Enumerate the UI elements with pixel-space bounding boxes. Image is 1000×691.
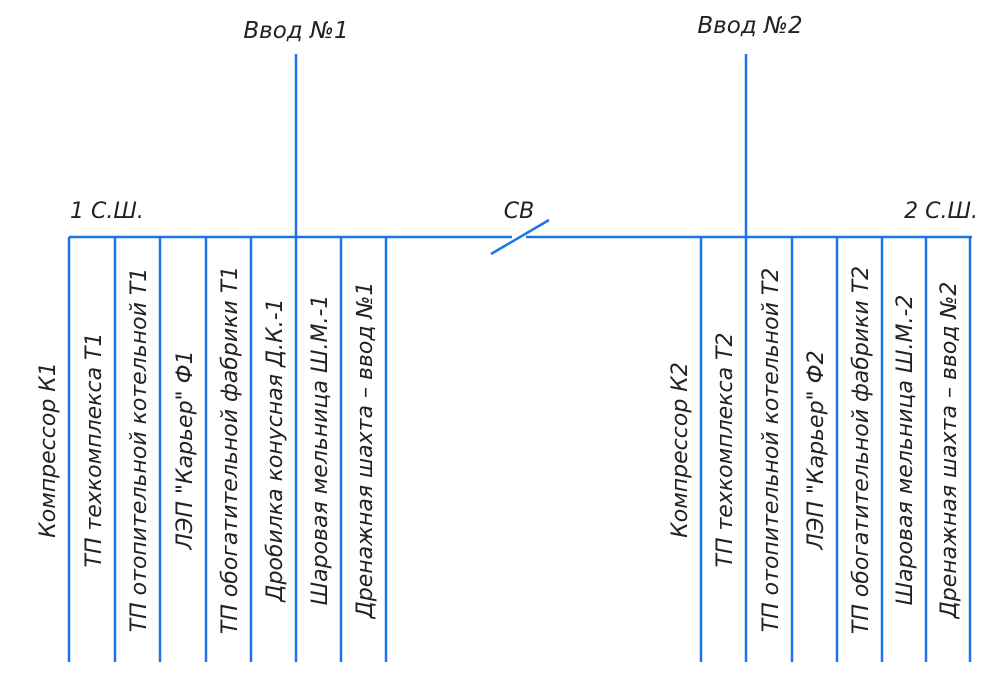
feeder-label: Дробилка конусная Д.К.-1 [263, 298, 288, 602]
sectional-switch-label: СВ [504, 199, 534, 224]
feeder-label: ЛЭП "Карьер" Ф1 [173, 350, 198, 550]
feeder-label: ТП отопительной котельной Т2 [759, 268, 784, 633]
feeder-label: Дренажная шахта – ввод №1 [353, 282, 378, 620]
feeder-label: Дренажная шахта – ввод №2 [937, 282, 962, 620]
sectional-switch-mark [490, 218, 550, 256]
feeder-label: ТП обогатительной фабрики Т1 [218, 266, 243, 634]
feeder-label: Шаровая мельница Ш.М.-1 [308, 295, 333, 606]
bus-1-label: 1 С.Ш. [70, 199, 144, 224]
feeders-right: Компрессор К2 ТП техкомплекса Т2 ТП отоп… [668, 237, 972, 662]
feeder-label: ТП техкомплекса Т1 [82, 333, 107, 568]
feeder-label: Шаровая мельница Ш.М.-2 [893, 295, 918, 606]
input-2-label: Ввод №2 [697, 13, 802, 39]
input-1-label: Ввод №1 [243, 18, 348, 44]
feeder-label: ТП обогатительной фабрики Т2 [849, 266, 874, 634]
feeder-label: Компрессор К2 [668, 362, 693, 538]
feeder-label: ТП техкомплекса Т2 [713, 333, 738, 568]
feeder-label: ЛЭП "Карьер" Ф2 [804, 350, 829, 550]
feeders-left: Компрессор К1 ТП техкомплекса Т1 ТП отоп… [36, 237, 388, 662]
feeder-label: ТП отопительной котельной Т1 [127, 268, 152, 633]
feeder-label: Компрессор К1 [36, 362, 61, 538]
bus-2-label: 2 С.Ш. [904, 199, 978, 224]
